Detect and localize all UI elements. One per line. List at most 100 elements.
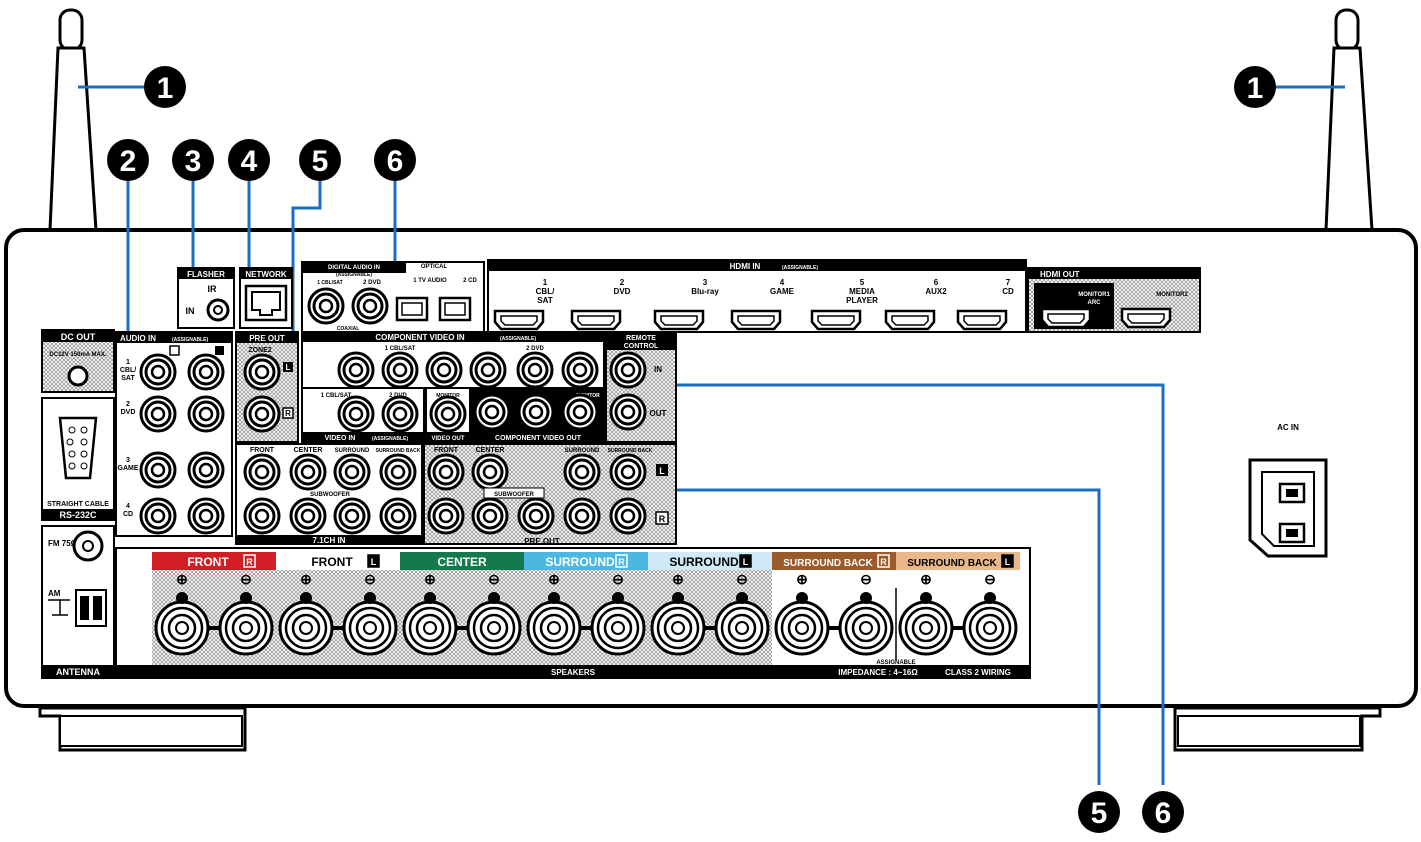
speaker-label: SURROUND BACK (783, 558, 873, 569)
svg-text:R: R (285, 409, 291, 418)
hdmi-in-port-7 (956, 309, 1008, 331)
minus-sign: ⊖ (612, 571, 624, 587)
speaker-label: CENTER (437, 555, 487, 569)
minus-sign: ⊖ (364, 571, 376, 587)
svg-text:CENTER: CENTER (476, 447, 505, 454)
svg-text:(ASSIGNABLE): (ASSIGNABLE) (782, 265, 818, 271)
svg-text:1: 1 (157, 72, 174, 105)
hdmi-in-port-3 (653, 309, 705, 331)
svg-text:1 CBL/SAT: 1 CBL/SAT (385, 346, 416, 352)
svg-text:(ASSIGNABLE): (ASSIGNABLE) (372, 436, 408, 442)
svg-text:2 DVD: 2 DVD (363, 280, 381, 286)
plus-sign: ⊕ (920, 571, 932, 587)
svg-text:IMPEDANCE : 4~16Ω: IMPEDANCE : 4~16Ω (838, 668, 918, 677)
svg-text:ASSIGNABLE: ASSIGNABLE (876, 660, 915, 666)
callout-4: 4 (228, 139, 270, 181)
svg-text:DC OUT: DC OUT (61, 332, 96, 342)
svg-text:ARC: ARC (1088, 300, 1102, 306)
svg-text:7.1CH IN: 7.1CH IN (313, 536, 346, 545)
callout-lines (78, 85, 1345, 785)
network-port: NETWORK (239, 267, 293, 329)
speaker-side-letter: R (880, 557, 887, 567)
svg-text:OPTICAL: OPTICAL (421, 264, 448, 270)
svg-text:ANTENNA: ANTENNA (56, 667, 100, 677)
plus-sign: ⊕ (672, 571, 684, 587)
antenna-terminals: FM 75Ω AM ANTENNA (41, 525, 115, 679)
audio-in-jack-r (139, 497, 177, 535)
dc-out-panel: DC OUT DC12V 150mA MAX. (41, 329, 115, 393)
svg-text:COMPONENT VIDEO IN: COMPONENT VIDEO IN (375, 333, 465, 342)
speaker-label-bg (400, 552, 524, 570)
speaker-side-letter: R (246, 557, 253, 567)
svg-text:DC12V 150mA MAX.: DC12V 150mA MAX. (49, 352, 106, 358)
rs232c-port: STRAIGHT CABLE RS-232C (41, 397, 115, 521)
ac-inlet: AC IN (1248, 423, 1328, 558)
svg-text:FRONT: FRONT (434, 447, 459, 454)
speaker-label-bg (772, 552, 896, 570)
audio-in-jack-l (187, 353, 225, 391)
speaker-side-box (1001, 554, 1014, 568)
speaker-side-letter: L (371, 557, 377, 567)
svg-text:FM 75Ω: FM 75Ω (48, 539, 78, 548)
svg-text:VIDEO IN: VIDEO IN (325, 435, 356, 442)
plus-sign: ⊕ (796, 571, 808, 587)
svg-text:SURROUND BACK: SURROUND BACK (608, 448, 653, 454)
svg-text:HDMI OUT: HDMI OUT (1040, 270, 1080, 279)
svg-text:ZONE2: ZONE2 (248, 347, 271, 354)
svg-text:COMPONENT VIDEO OUT: COMPONENT VIDEO OUT (495, 435, 582, 442)
speaker-side-letter: R (618, 557, 625, 567)
component-video-in: COMPONENT VIDEO IN (ASSIGNABLE) 1 CBL/SA… (301, 331, 605, 389)
video-in-out: 1 CBL/SAT 2 DVD VIDEO IN (ASSIGNABLE) MO… (301, 387, 605, 443)
svg-text:CLASS 2 WIRING: CLASS 2 WIRING (945, 668, 1011, 677)
remote-control-jacks: REMOTE CONTROL IN OUT (605, 331, 677, 443)
callout-6-top: 6 (374, 139, 416, 181)
hdmi-in-port-2 (570, 309, 622, 331)
speaker-side-box (367, 554, 380, 568)
speaker-label: SURROUND BACK (907, 558, 997, 569)
minus-sign: ⊖ (736, 571, 748, 587)
svg-text:MONITOR1: MONITOR1 (1078, 292, 1110, 298)
svg-text:CENTER: CENTER (294, 447, 323, 454)
speaker-side-box (243, 554, 256, 568)
svg-text:DIGITAL AUDIO IN: DIGITAL AUDIO IN (328, 265, 380, 271)
speaker-label-bg (524, 552, 648, 570)
speaker-label: SURROUND (545, 555, 615, 569)
svg-text:4: 4 (241, 145, 258, 178)
speaker-side-box (615, 554, 628, 568)
svg-text:NETWORK: NETWORK (245, 270, 287, 279)
svg-text:R: R (659, 514, 666, 524)
svg-text:SPEAKERS: SPEAKERS (551, 668, 596, 677)
speaker-label-bg (152, 552, 276, 570)
svg-text:AC IN: AC IN (1277, 423, 1299, 432)
svg-text:PRE OUT: PRE OUT (249, 334, 285, 343)
speaker-side-letter: L (1005, 557, 1011, 567)
svg-text:CONTROL: CONTROL (624, 343, 659, 350)
svg-text:1: 1 (1247, 72, 1264, 105)
ch71-in-panel: FRONT CENTER SURROUND SURROUND BACK SUBW… (235, 443, 423, 545)
callout-2: 2 (107, 139, 149, 181)
svg-text:VIDEO OUT: VIDEO OUT (431, 436, 464, 442)
minus-sign: ⊖ (984, 571, 996, 587)
svg-text:AUDIO IN: AUDIO IN (120, 334, 156, 343)
svg-text:AM: AM (48, 589, 61, 598)
svg-text:SURROUND BACK: SURROUND BACK (376, 448, 421, 454)
svg-text:SURROUND: SURROUND (565, 448, 600, 454)
svg-text:6: 6 (1155, 797, 1172, 830)
svg-text:(ASSIGNABLE): (ASSIGNABLE) (336, 272, 372, 278)
svg-text:(ASSIGNABLE): (ASSIGNABLE) (500, 336, 536, 342)
svg-text:HDMI IN: HDMI IN (730, 262, 761, 271)
speaker-label: SURROUND (669, 555, 739, 569)
svg-text:1 CBL/SAT: 1 CBL/SAT (317, 280, 342, 286)
audio-in-jack-l (187, 395, 225, 433)
svg-text:IN: IN (654, 365, 662, 374)
callout-5-bottom: 5 (1078, 791, 1120, 833)
svg-text:OUT: OUT (650, 409, 667, 418)
